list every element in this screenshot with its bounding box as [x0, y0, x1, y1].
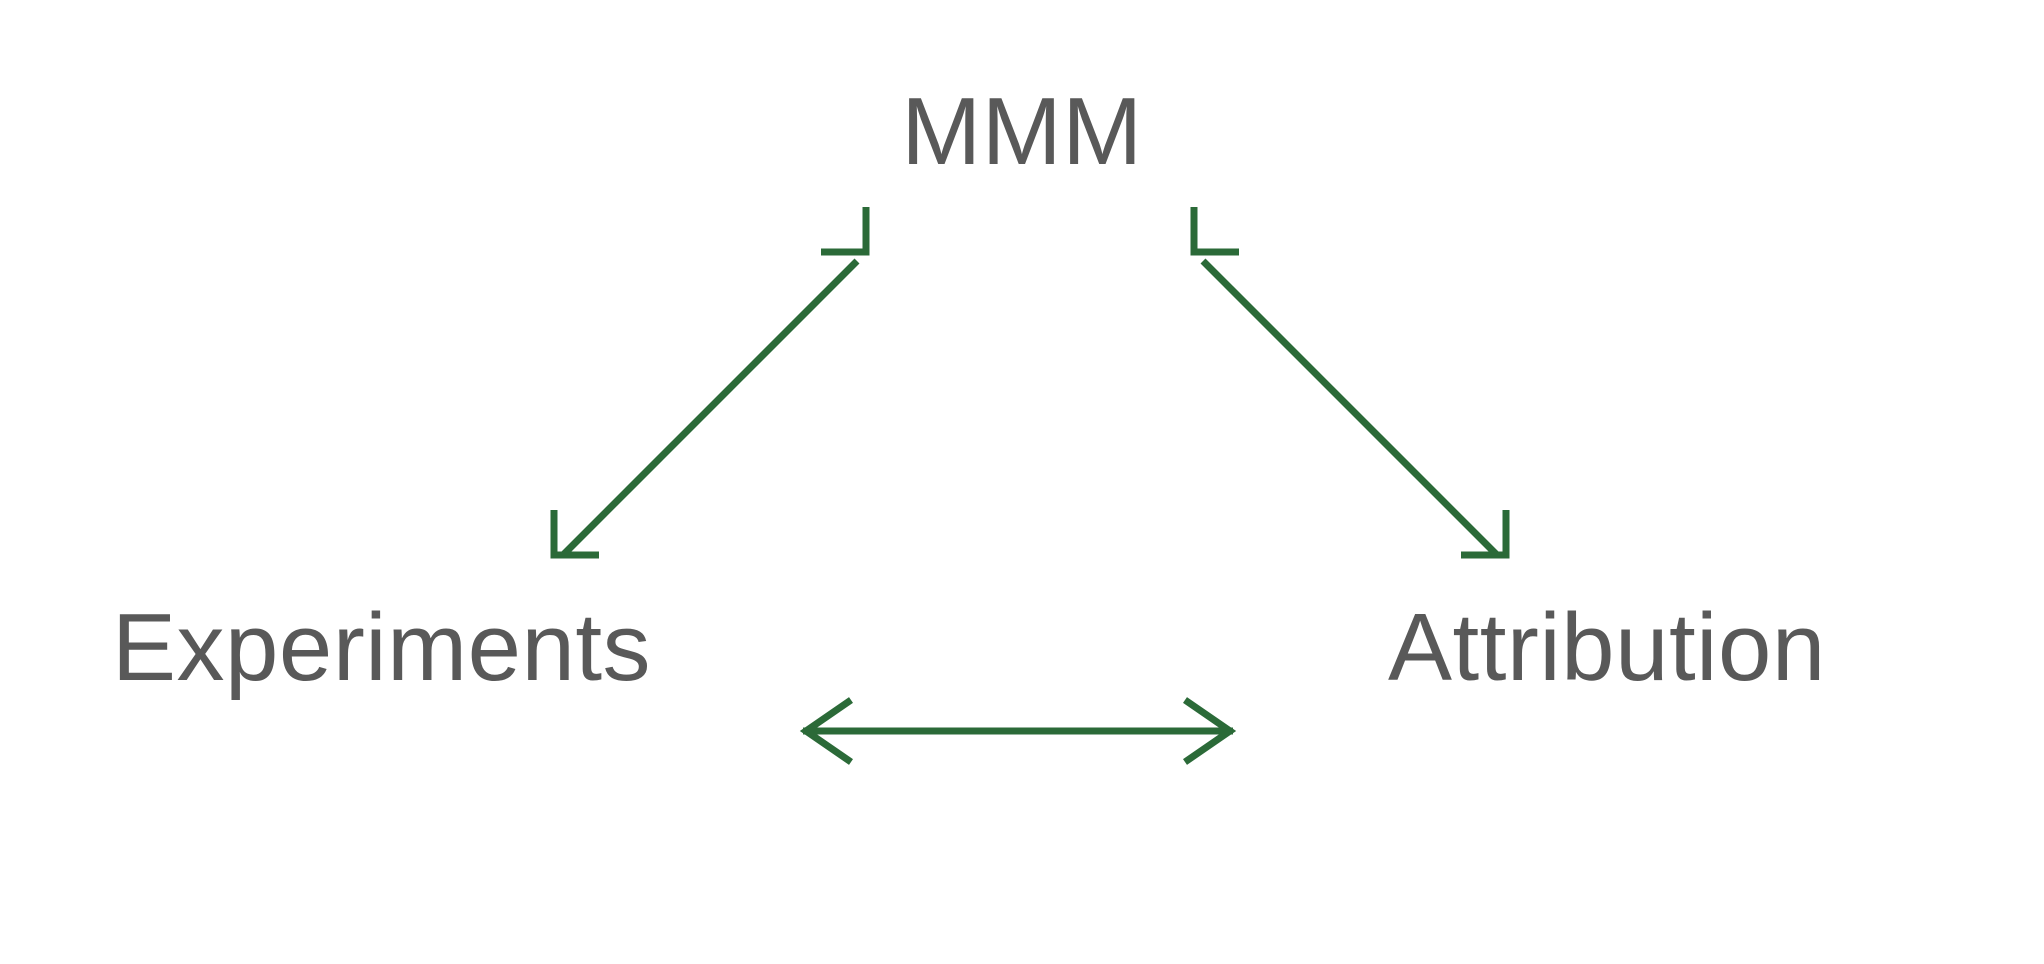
node-label-attribution: Attribution [1388, 594, 1826, 701]
arrowhead-down-left-icon [550, 510, 599, 559]
arrowhead-down-right-icon [1461, 510, 1510, 559]
arrowhead-up-left-icon [1190, 207, 1239, 256]
arrowhead-right-icon [1183, 697, 1237, 765]
arrowhead-up-right-icon [821, 207, 870, 256]
connector-mmm-attribution [1190, 207, 1510, 559]
arrowhead-left-icon [799, 697, 853, 765]
connector-experiments-mmm [550, 207, 870, 559]
node-label-experiments: Experiments [112, 594, 652, 701]
connector-line-mmm-attribution [1200, 258, 1500, 558]
connector-experiments-attribution [799, 697, 1237, 765]
node-label-mmm: MMM [901, 78, 1143, 185]
connector-line-experiments-mmm [560, 258, 860, 558]
